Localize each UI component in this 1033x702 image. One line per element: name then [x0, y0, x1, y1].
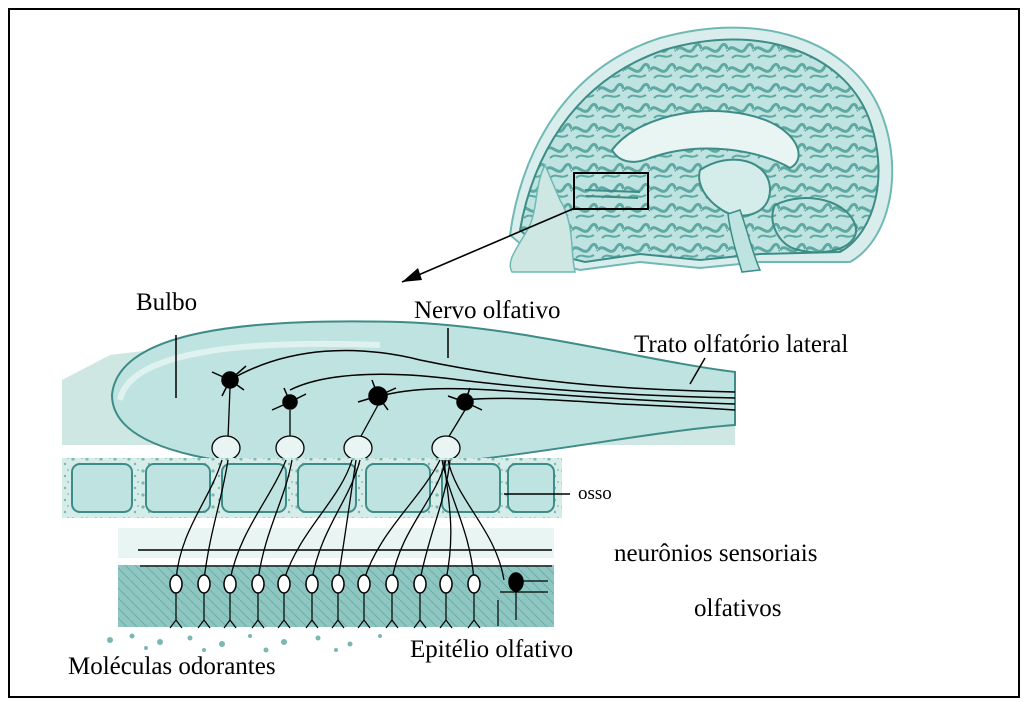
odorant-molecules [107, 634, 382, 653]
label-bulbo: Bulbo [136, 290, 197, 315]
label-osso: osso [578, 484, 612, 503]
label-olfativos: olfativos [694, 596, 782, 621]
label-nervo-olfativo: Nervo olfativo [414, 298, 560, 323]
bone-layer [62, 458, 562, 518]
arrow-head-icon [402, 268, 422, 282]
label-trato-olfatorio: Trato olfatório lateral [634, 332, 848, 357]
label-epitelio-olfativo: Epitélio olfativo [410, 637, 573, 662]
brain-illustration [510, 28, 892, 272]
label-moleculas-odorantes: Moléculas odorantes [68, 654, 276, 679]
label-neuronios-sensoriais: neurônios sensoriais [614, 541, 817, 566]
